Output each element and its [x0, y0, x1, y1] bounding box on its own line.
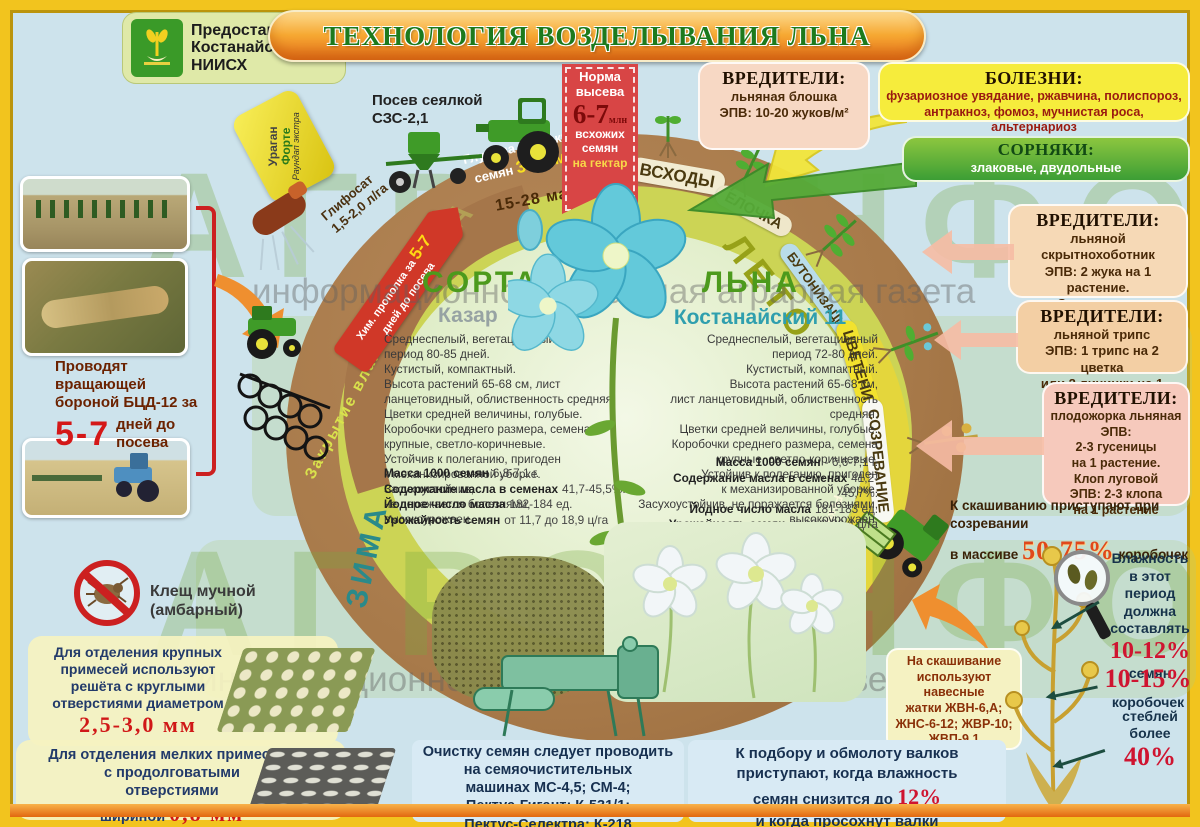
institute-logo [131, 19, 183, 77]
chain-detail [39, 284, 171, 330]
pests-box-flea: ВРЕДИТЕЛИ: льняная блошка ЭПВ: 10-20 жук… [698, 62, 870, 150]
sieve-note-large: Для отделения крупных примесей использую… [52, 644, 224, 738]
disc-harrow-icon [237, 372, 331, 461]
slot-hole-sieve [247, 748, 397, 812]
stat-row: Масса 1000 семян- 6,6-7,1 г. [715, 455, 878, 469]
seeding-rate-title: Норма высева [575, 69, 625, 99]
weeds-box: СОРНЯКИ: злаковые, двудольные [902, 136, 1190, 182]
seed-cleaning-note: Очистку семян следует проводить на семяо… [412, 740, 684, 827]
sprout-icon [805, 214, 857, 268]
combine-harvester-icon [848, 509, 949, 578]
seeding-rate-rest: всхожих семян [575, 127, 625, 156]
mowing-headers-box: На скашивание используют навесные жатки … [886, 648, 1022, 750]
title-banner: ТЕХНОЛОГИЯ ВОЗДЕЛЫВАНИЯ ЛЬНА [268, 10, 926, 62]
varieties-heading-right: ЛЬНА [702, 266, 800, 299]
variety-description-kazar: Среднеспелый, вегетационный период 80-85… [384, 332, 616, 526]
variety-name-kazar: Казар [438, 304, 498, 327]
seeding-rate-unit-area: на гектар [572, 155, 628, 170]
pests-arrow-icon [922, 230, 1014, 274]
mite-label: Клещ мучной (амбарный) [150, 583, 256, 620]
sprout-icon [655, 116, 681, 158]
blue-tractor-detail [32, 453, 159, 502]
pests-box-thrips: ВРЕДИТЕЛИ: льняной трипс ЭПВ: 1 трипс на… [1016, 300, 1188, 407]
pests-box-moth: ВРЕДИТЕЛИ: плодожорка льняная ЭПВ: 2-3 г… [1042, 382, 1190, 517]
round-hole-sieve [216, 648, 376, 732]
seed-cleaning-machine-icon [473, 636, 659, 737]
white-flax-flowers-photo [604, 522, 866, 702]
frame-bottom-bar [10, 804, 1190, 817]
white-flowers-art [632, 532, 844, 699]
humidity-stems-note: стеблей более 40% [1122, 708, 1178, 771]
seed-drill-icon [385, 132, 483, 193]
variety-description-kostanaysky: Среднеспелый, вегетационный период 72-80… [638, 332, 878, 526]
harrow-detail [36, 200, 174, 219]
prohibition-sign [74, 560, 140, 626]
humidity-bolls-note: 10-15% коробочек [1104, 664, 1192, 710]
seeder-label: Посев сеялкой СЗС-2,1 [372, 92, 483, 127]
variety-name-kostanaysky: Костанайский 11 [673, 306, 847, 329]
flax-branch-icon [873, 323, 939, 364]
pests-box-weevil: ВРЕДИТЕЛИ: льняной скрытнохоботник ЭПВ: … [1008, 204, 1188, 327]
harrow-chain-photo [22, 258, 188, 356]
diseases-box: БОЛЕЗНИ: фузариозное увядание, ржавчина,… [878, 62, 1190, 134]
tractor-field-photo [22, 438, 190, 518]
flax-flower-art [508, 183, 687, 599]
variety-stats-kostanaysky: Масса 1000 семян- 6,6-7,1 г. Содержание … [650, 455, 878, 533]
mowing-start-text: К скашиванию приступают при созревании в… [950, 498, 1189, 566]
harrowing-note: Проводят вращающей бороной БЦД-12 за 5-7… [55, 358, 198, 453]
grouping-bracket [196, 206, 216, 476]
magnifier-seeds-icon [1054, 550, 1111, 640]
tractor-harrow-icon [247, 306, 301, 359]
weeds-arrow-icon [686, 160, 917, 220]
field-harrow-photo [20, 176, 190, 252]
wheat-icon [144, 29, 170, 65]
sprayer-icon [252, 181, 315, 270]
humidity-seeds-note: Влажность в этот период должна составлят… [1110, 550, 1190, 681]
tractor-icon [476, 98, 559, 173]
pests-arrow-icon [916, 420, 1044, 472]
page-title: ТЕХНОЛОГИЯ ВОЗДЕЛЫВАНИЯ ЛЬНА [323, 20, 871, 51]
pests-arrow-icon [934, 320, 1018, 360]
mowing-arrow-icon [912, 584, 990, 652]
seeding-rate-value: 6-7млн [572, 98, 628, 129]
